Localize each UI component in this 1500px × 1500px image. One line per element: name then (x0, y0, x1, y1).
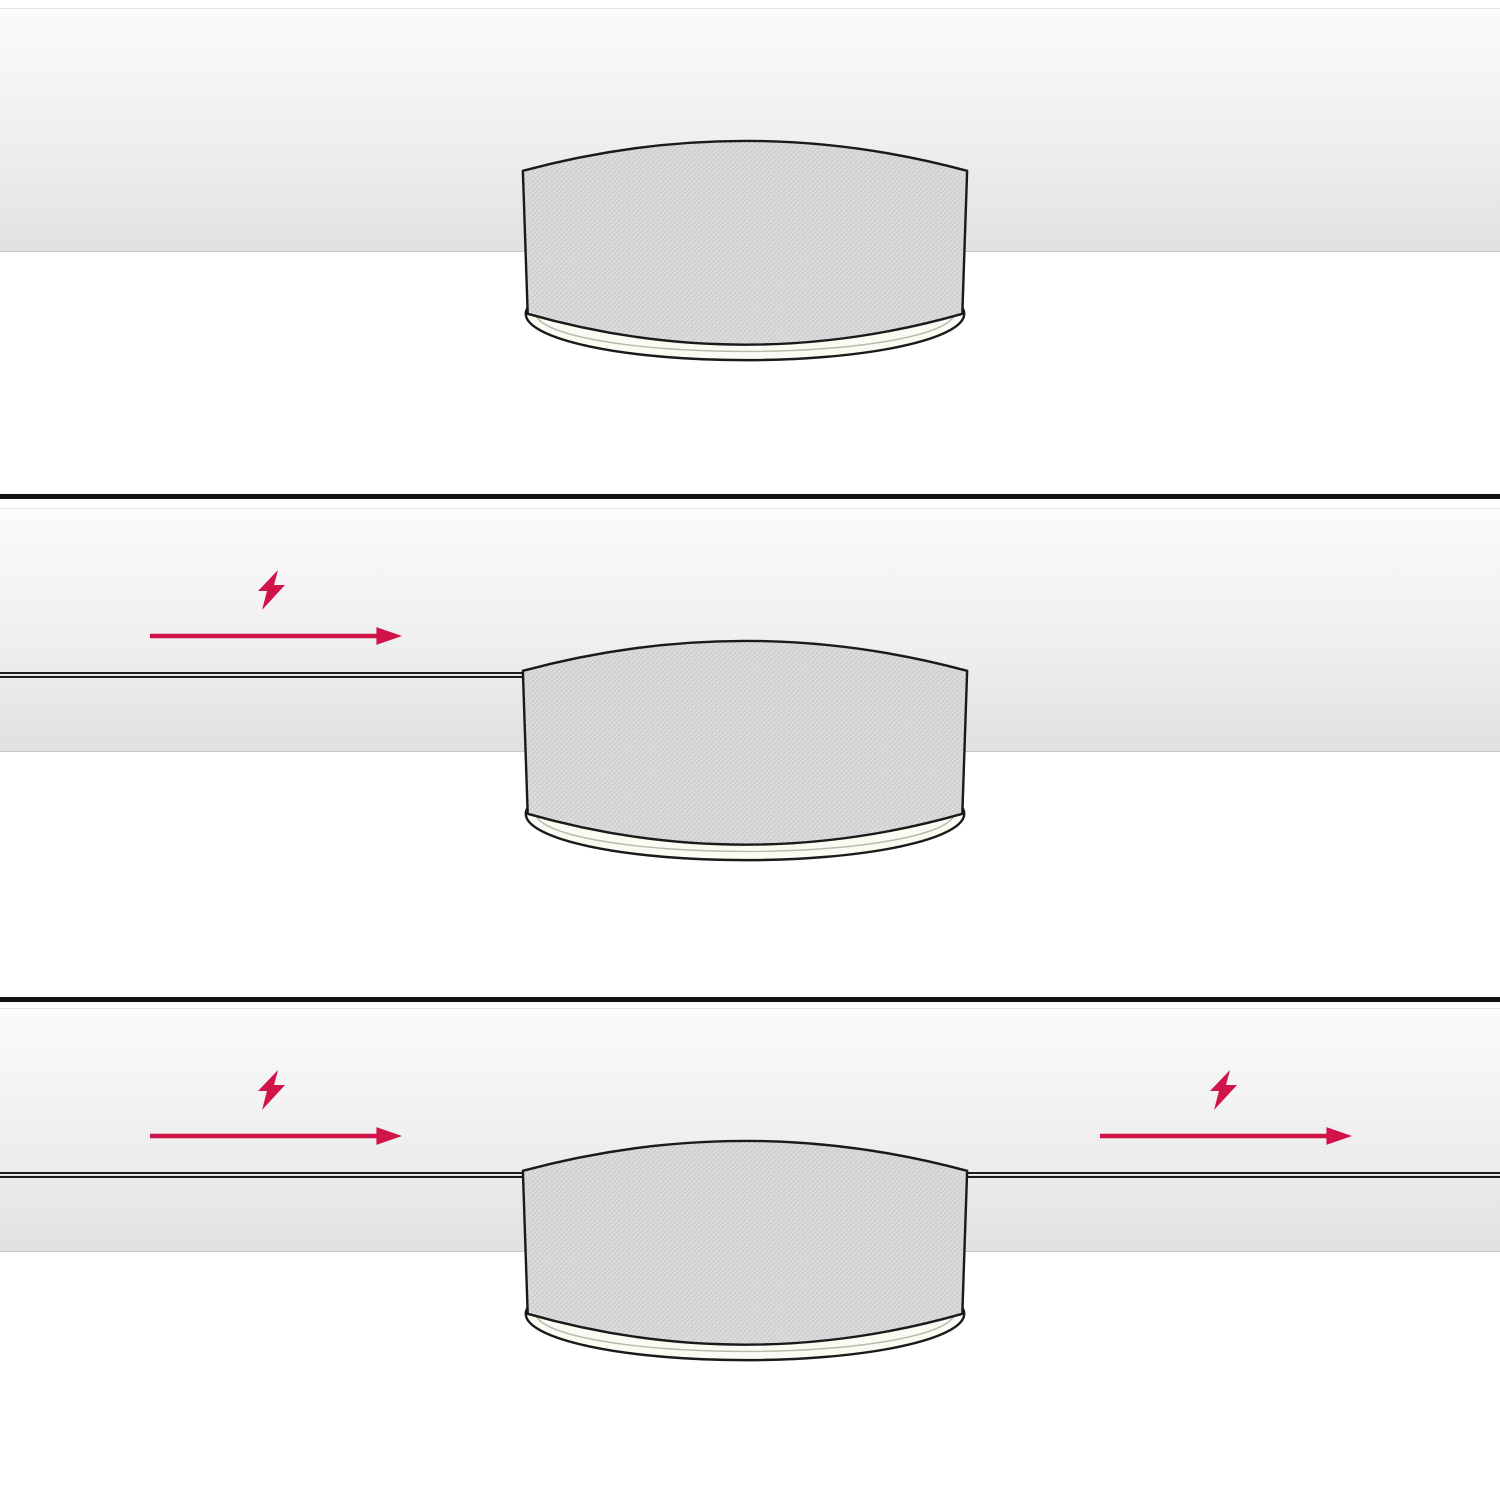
drum-ceiling-lamp (521, 139, 969, 362)
power-cable-right (960, 1172, 1500, 1178)
diagram-panel-3 (0, 1000, 1500, 1500)
diagram-panel-1 (0, 0, 1500, 500)
drum-ceiling-lamp (521, 1139, 969, 1362)
current-arrow-left-icon (149, 1127, 403, 1145)
current-arrow-right-icon (1099, 1127, 1353, 1145)
power-cable-left (0, 1172, 530, 1178)
lightning-bolt-left-icon (258, 1070, 285, 1110)
panel-divider (0, 494, 1500, 499)
diagram-panel-2 (0, 500, 1500, 1000)
power-cable-left (0, 672, 530, 678)
drum-ceiling-lamp (521, 639, 969, 862)
panel-divider (0, 997, 1500, 1002)
current-arrow-left-icon (149, 627, 403, 645)
lightning-bolt-right-icon (1210, 1070, 1237, 1110)
lightning-bolt-left-icon (258, 570, 285, 610)
